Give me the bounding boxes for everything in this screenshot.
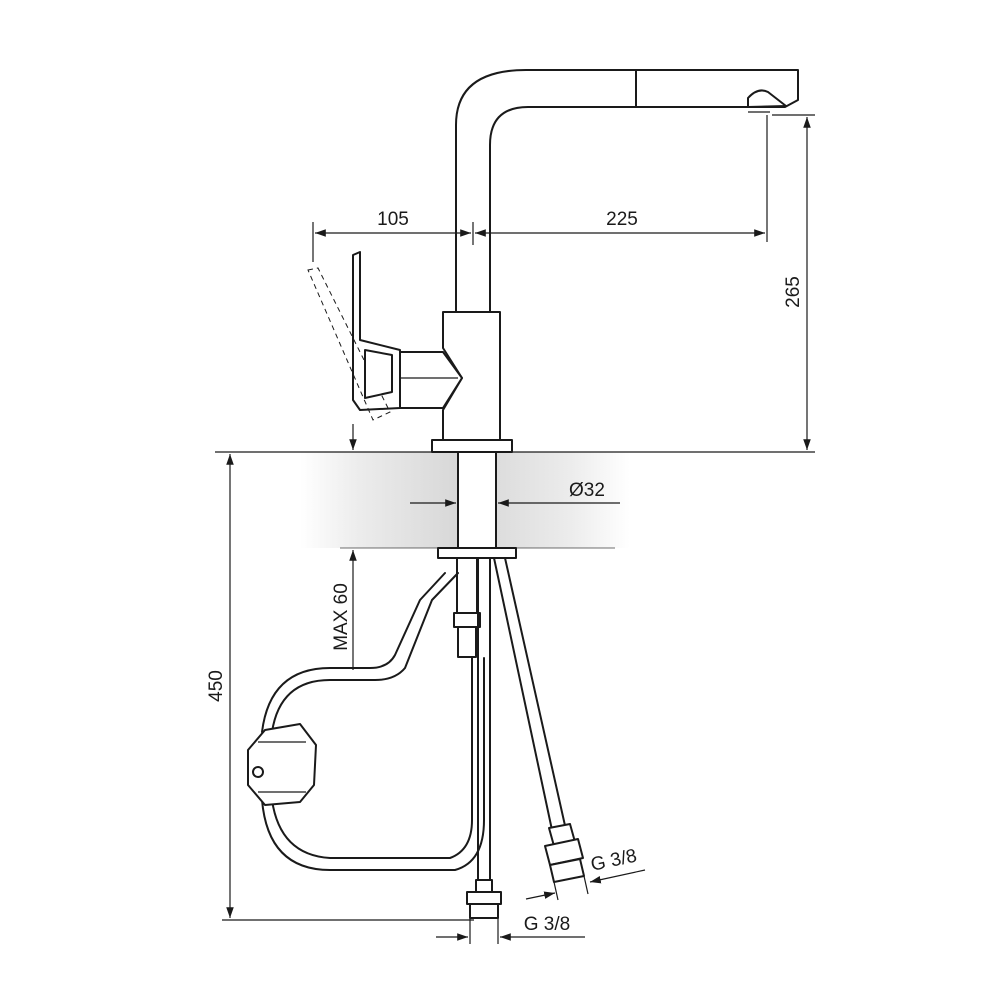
lever-handle [307, 251, 401, 421]
pull-out-hose [247, 572, 485, 871]
spout [455, 69, 799, 313]
dimension-height [772, 114, 815, 450]
dimension-label-g38-angled: G 3/8 [589, 846, 639, 876]
faucet-body [397, 311, 513, 453]
dimension-label-105: 105 [377, 209, 409, 230]
dimension-hose-length [222, 454, 474, 921]
dimension-inlet-thread-straight [436, 918, 585, 944]
dimension-label-g38-straight: G 3/8 [524, 914, 570, 935]
dimension-label-max60: MAX 60 [331, 583, 352, 651]
supply-hose-vertical [466, 557, 502, 919]
dimension-label-225: 225 [606, 209, 638, 230]
dimension-label-265: 265 [783, 276, 804, 308]
dimension-inlet-thread-angled [525, 869, 646, 901]
dimension-label-450: 450 [206, 670, 227, 702]
dimension-label-diameter: Ø32 [569, 480, 605, 501]
supply-hose-angled [493, 557, 585, 883]
dimension-handle-offset [312, 222, 474, 262]
dimension-spout-reach [475, 115, 768, 242]
